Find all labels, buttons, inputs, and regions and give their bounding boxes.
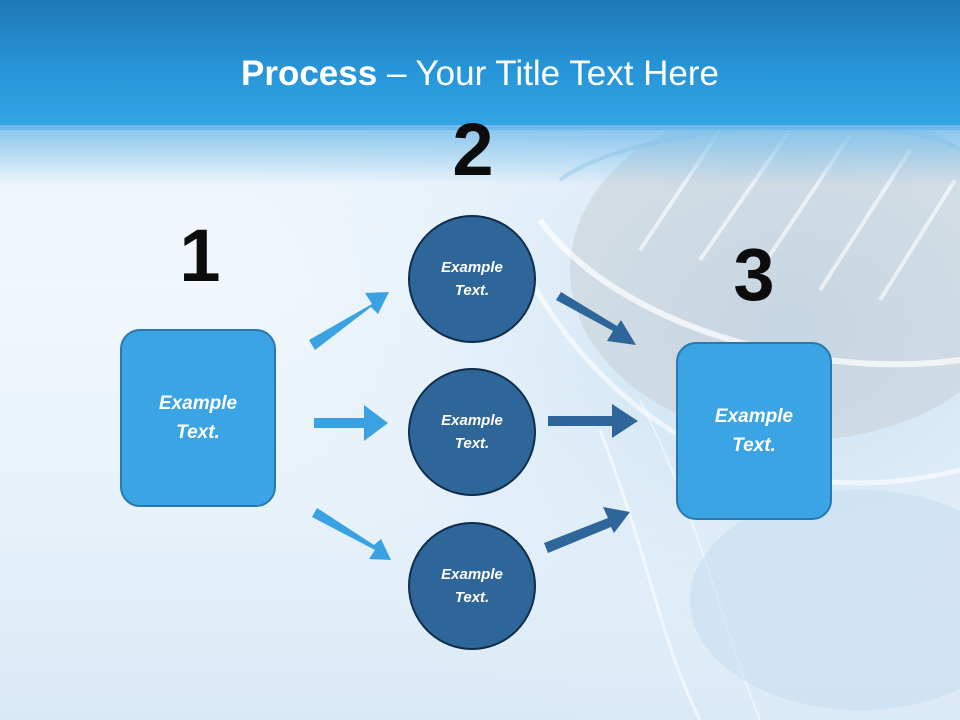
step-2-top-text: Example Text. xyxy=(441,259,503,299)
slide-title: Process – Your Title Text Here xyxy=(0,52,960,96)
step-1-number: 1 xyxy=(179,214,221,297)
arrow-bottom-to-3 xyxy=(544,507,630,553)
step-2-middle-text: Example Text. xyxy=(441,412,503,452)
step-1-box: Example Text. xyxy=(120,329,276,507)
header-fade xyxy=(0,125,960,185)
step-2-bottom-text: Example Text. xyxy=(441,566,503,606)
title-bold-part: Process xyxy=(241,54,378,93)
arrow-top-to-3 xyxy=(556,292,636,345)
step-3-box: Example Text. xyxy=(676,342,832,520)
step-2-circle-top: Example Text. xyxy=(408,215,536,343)
step-2-circle-middle: Example Text. xyxy=(408,368,536,496)
arrow-middle-to-3 xyxy=(548,404,638,438)
arrow-1-to-top xyxy=(309,292,389,350)
header-band xyxy=(0,0,960,130)
step-3-text: Example Text. xyxy=(714,406,794,456)
step-1-text: Example Text. xyxy=(158,393,238,443)
title-rest-part: – Your Title Text Here xyxy=(377,54,719,93)
arrow-1-to-bottom xyxy=(312,508,391,560)
step-3-number: 3 xyxy=(733,233,775,316)
step-2-circle-bottom: Example Text. xyxy=(408,522,536,650)
step-2-number: 2 xyxy=(452,108,494,191)
arrow-1-to-middle xyxy=(314,405,388,441)
